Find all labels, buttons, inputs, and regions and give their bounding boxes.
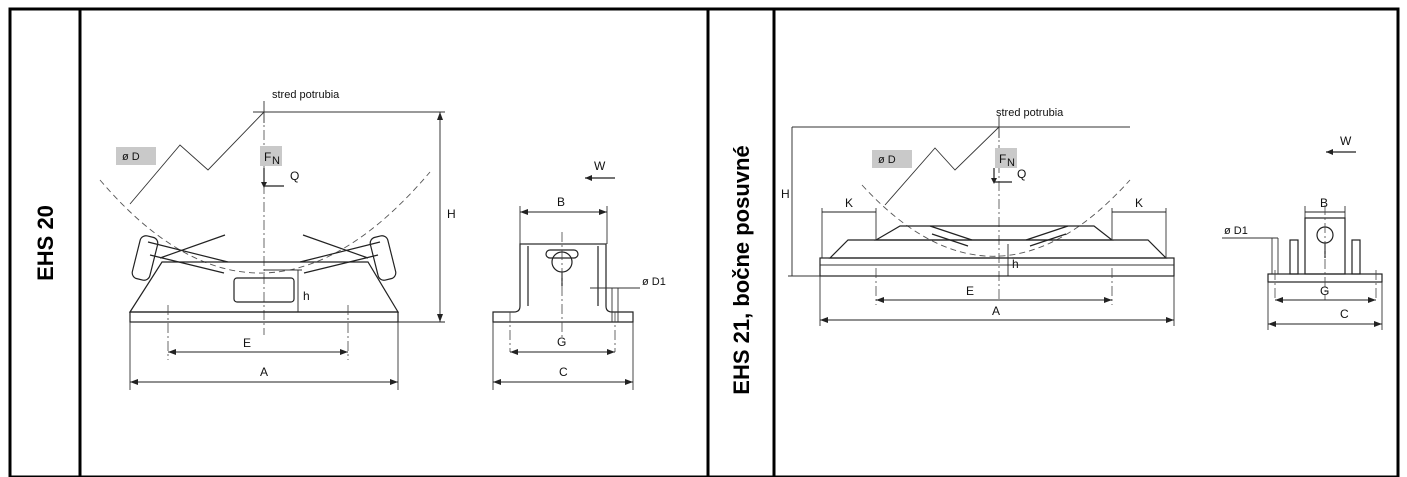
label-F: F xyxy=(264,150,271,164)
label-F-2: F xyxy=(999,152,1006,166)
label-dia-D-2: ø D xyxy=(878,154,896,166)
body-slot xyxy=(233,277,295,303)
force-label-bg xyxy=(260,146,282,166)
force-label-bg-2 xyxy=(995,148,1017,168)
label-W-2: W xyxy=(1340,134,1352,148)
panel-1-title: EHS 20 xyxy=(33,205,58,281)
dim-G-2 xyxy=(1275,297,1376,303)
dim-G xyxy=(510,349,615,355)
pipe-outline-arc xyxy=(99,171,431,274)
label-K-left: K xyxy=(845,196,853,210)
dim-h-2 xyxy=(990,244,1012,276)
right-roller xyxy=(299,234,397,281)
pipe-outline-arc-2 xyxy=(861,179,1131,257)
diameter-label-bg-2 xyxy=(872,150,912,168)
label-center-of-pipe-2: stred potrubia xyxy=(996,107,1064,119)
label-C: C xyxy=(559,365,568,379)
label-h-2: h xyxy=(1012,257,1019,271)
dim-A-2 xyxy=(819,276,1175,326)
side-body-2 xyxy=(1267,205,1383,300)
dim-C xyxy=(492,322,634,390)
dim-E xyxy=(168,349,348,355)
dim-A xyxy=(129,322,399,390)
dim-H-2 xyxy=(788,127,820,277)
ehs20-front-view: H h E A stred potrubia ø D F N xyxy=(99,89,456,390)
dim-D1 xyxy=(590,287,640,322)
label-F-sub: N xyxy=(272,155,280,167)
label-F-sub-2: N xyxy=(1007,157,1015,169)
force-arrow-Q-2 xyxy=(991,168,1012,184)
force-arrow-W-2 xyxy=(1326,149,1356,155)
label-Q-2: Q xyxy=(1017,167,1026,181)
dim-H xyxy=(398,112,445,323)
label-dia-D1-2: ø D1 xyxy=(1224,225,1248,237)
label-h: h xyxy=(303,289,310,303)
dim-K-left xyxy=(821,208,877,258)
upper-plate xyxy=(828,239,1168,259)
label-K-right: K xyxy=(1135,196,1143,210)
label-H: H xyxy=(447,207,456,221)
force-arrow-W xyxy=(585,175,615,181)
right-roller-2 xyxy=(1025,225,1069,247)
dim-B xyxy=(519,206,608,244)
support-body-2 xyxy=(873,225,1114,241)
ehs21-side-view: W B ø D1 xyxy=(1222,134,1383,330)
sliding-base xyxy=(819,257,1175,277)
label-B-2: B xyxy=(1320,196,1328,210)
label-G: G xyxy=(557,335,566,349)
ehs20-side-view: W B ø D1 xyxy=(492,159,666,390)
label-W: W xyxy=(594,159,606,173)
dim-C-2 xyxy=(1267,282,1383,330)
diameter-leader xyxy=(129,111,265,205)
dim-h xyxy=(264,269,302,312)
panel-2-title: EHS 21, bočne posuvné xyxy=(729,145,754,394)
label-dia-D: ø D xyxy=(122,151,140,163)
dim-K-right xyxy=(1111,208,1167,258)
support-body xyxy=(128,261,400,313)
label-A: A xyxy=(260,365,268,379)
sheet-frame xyxy=(8,7,1400,477)
label-E: E xyxy=(243,336,251,350)
label-Q: Q xyxy=(290,169,299,183)
label-center-of-pipe: stred potrubia xyxy=(272,89,340,101)
label-C-2: C xyxy=(1340,307,1349,321)
left-roller-2 xyxy=(929,225,973,247)
diameter-leader-2 xyxy=(884,126,1000,206)
label-A-2: A xyxy=(992,304,1000,318)
label-B: B xyxy=(557,195,565,209)
label-dia-D1: ø D1 xyxy=(642,276,666,288)
label-G-2: G xyxy=(1320,284,1329,298)
force-arrow-Q xyxy=(261,168,284,188)
label-H-2: H xyxy=(781,187,790,201)
diameter-label-bg xyxy=(116,147,156,165)
dim-E-2 xyxy=(876,297,1112,303)
ehs21-front-view: K K H h E xyxy=(781,107,1175,326)
dim-D1-2 xyxy=(1222,237,1279,274)
label-E-2: E xyxy=(966,284,974,298)
left-roller xyxy=(131,234,229,281)
